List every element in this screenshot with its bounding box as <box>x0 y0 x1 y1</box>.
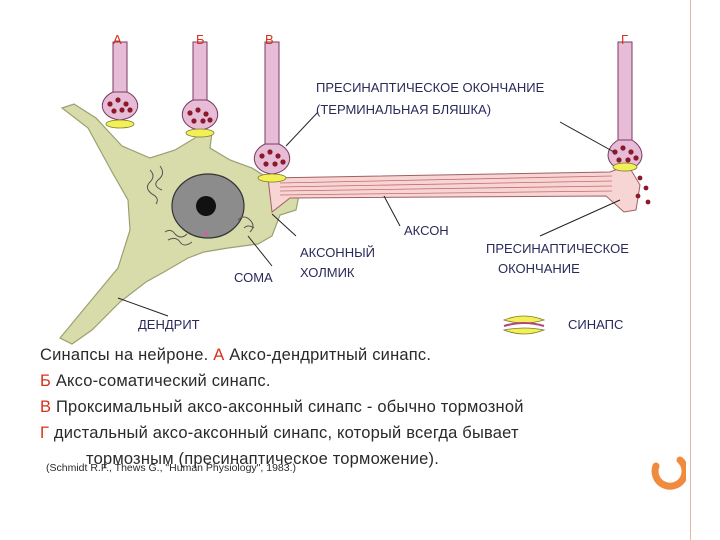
label-v: В <box>265 32 274 47</box>
pointer-lines <box>117 111 621 317</box>
caption-line-5: тормозным (пресинаптическое торможение). <box>86 450 439 468</box>
label-a: А <box>113 32 122 47</box>
caption-line-3-rest: Проксимальный аксо-аксонный синапс - обы… <box>51 398 524 416</box>
caption-line-2: Б Аксо-соматический синапс. <box>40 368 680 394</box>
caption-line-3: В Проксимальный аксо-аксонный синапс - о… <box>40 394 680 420</box>
label-dendrite: ДЕНДРИТ <box>138 317 200 332</box>
label-axon-hillock-1: АКСОННЫЙ <box>300 245 375 260</box>
terminal-a <box>101 41 139 129</box>
axon-stripes <box>279 175 613 196</box>
caption-line-4: Г дистальный аксо-аксонный синапс, котор… <box>40 420 680 446</box>
caption-line-4-rest: дистальный аксо-аксонный синапс, который… <box>49 424 519 442</box>
label-presynaptic-2: ОКОНЧАНИЕ <box>498 261 580 276</box>
slide-border-line <box>690 0 691 540</box>
synapse-legend-icon <box>502 315 546 335</box>
label-soma: СОМА <box>234 270 273 285</box>
caption-line-2-rest: Аксо-соматический синапс. <box>51 372 271 390</box>
pink-dot <box>204 231 208 235</box>
label-presynaptic-ending-1: ПРЕСИНАПТИЧЕСКОЕ ОКОНЧАНИЕ <box>316 80 545 95</box>
caption-line-1-text: Синапсы на нейроне. <box>40 346 214 364</box>
decorative-arc-icon <box>651 456 686 490</box>
label-presynaptic-ending-2: (ТЕРМИНАЛЬНАЯ БЛЯШКА) <box>316 102 491 117</box>
terminal-v <box>253 41 291 183</box>
label-axon-hillock-2: ХОЛМИК <box>300 265 355 280</box>
caption-letter-g: Г <box>40 424 50 442</box>
terminal-g <box>607 41 651 205</box>
nucleolus <box>196 196 216 216</box>
terminal-b <box>181 41 219 138</box>
organelles <box>146 165 255 246</box>
label-b: Б <box>196 32 205 47</box>
label-presynaptic-1: ПРЕСИНАПТИЧЕСКОЕ <box>486 241 629 256</box>
caption-letter-a: А <box>213 346 225 364</box>
label-g: Г <box>621 32 628 47</box>
citation: (Schmidt R.F., Thews G., "Human Physiolo… <box>46 462 297 474</box>
caption: Синапсы на нейроне. А Аксо-дендритный си… <box>40 342 680 472</box>
caption-letter-v: В <box>40 398 52 416</box>
caption-line-1-rest: Аксо-дендритный синапс. <box>224 346 432 364</box>
caption-line-1: Синапсы на нейроне. А Аксо-дендритный си… <box>40 342 680 368</box>
caption-letter-b: Б <box>40 372 52 390</box>
label-axon: АКСОН <box>404 223 449 238</box>
label-synapse: СИНАПС <box>568 317 623 332</box>
